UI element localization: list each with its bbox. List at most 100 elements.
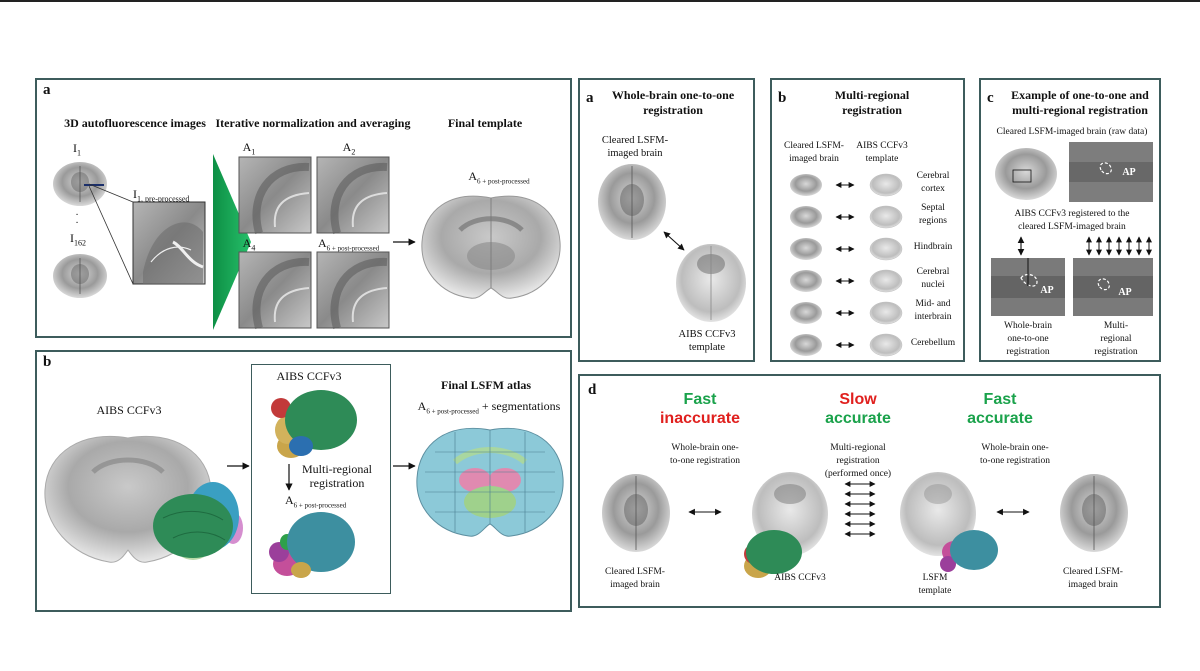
region-label: Mid- and interbrain <box>914 299 952 322</box>
brain-cleared-1 <box>602 474 670 552</box>
label-whole-2: Whole-brain one- to-one registration <box>980 443 1050 466</box>
aibs-3d-brain <box>271 390 357 458</box>
region-row: Mid- and interbrain <box>772 298 967 328</box>
slice-i1-preprocessed <box>132 201 206 285</box>
label-aibs: AIBS CCFv3 <box>96 403 162 417</box>
title-final-template: Final template <box>447 116 523 130</box>
label-a2: A2 <box>342 140 356 157</box>
ap-label-2: AP <box>1040 285 1054 296</box>
brain-cleared <box>598 164 666 240</box>
label-multi-once: Multi-regional registration (performed o… <box>824 443 892 479</box>
lsfm-3d-brain <box>269 512 355 578</box>
label-cleared: Cleared LSFM- imaged brain <box>601 135 669 159</box>
ap-label-1: AP <box>1122 167 1136 178</box>
label-final-a6: A6 + post-processed + segmentations <box>417 399 561 416</box>
arrows-multi-icon <box>1086 236 1152 256</box>
region-label: Hindbrain <box>913 242 953 252</box>
label-i1-pre: I1, pre-processed <box>133 187 190 204</box>
title-final-lsfm-atlas: Final LSFM atlas <box>440 378 531 392</box>
arrow-single-icon <box>1017 236 1025 256</box>
zoom-lines <box>88 183 134 285</box>
region-label: Cerebral nuclei <box>916 267 950 290</box>
raw-brain <box>995 148 1057 200</box>
label-whole-1: Whole-brain one- to-one registration <box>670 443 740 466</box>
region-pair-icon <box>790 173 903 197</box>
col-cleared: Cleared LSFM- imaged brain <box>784 141 844 164</box>
arrow-right-icon <box>227 462 250 470</box>
dots: ·· <box>75 210 79 229</box>
panel-label: b <box>43 354 52 370</box>
inset-title: AIBS CCFv3 <box>276 369 342 383</box>
col3-speed: Fast <box>983 391 1017 408</box>
final-template-coronal <box>421 195 561 299</box>
slice-a6 <box>316 251 390 330</box>
double-arrow-icon <box>688 508 722 516</box>
label-a6: A6 + post-processed <box>285 493 347 510</box>
panel-label: b <box>778 90 787 106</box>
title-autofluorescence: 3D autofluorescence images <box>64 116 206 130</box>
col1-speed: Fast <box>683 391 717 408</box>
double-arrow-icon <box>663 231 685 251</box>
arrows-stack-icon <box>844 481 876 537</box>
brain-cleared-2 <box>1060 474 1128 552</box>
brain-aibs-with-atlas <box>744 472 828 578</box>
label-a6: A6 + post-processed <box>318 236 380 253</box>
brain-i1 <box>53 162 107 206</box>
right-panel-b: b Multi-regional registration Cleared LS… <box>770 78 965 362</box>
panel-label: c <box>987 90 994 106</box>
arrow-right-icon <box>393 462 416 470</box>
region-pair-icon <box>790 237 903 261</box>
panel-label: a <box>43 82 51 98</box>
label-aibs-template: AIBS CCFv3 template <box>678 329 736 353</box>
title-whole-brain: Whole-brain one-to-one registration <box>611 88 735 117</box>
double-arrow-icon <box>996 508 1030 516</box>
iteration-arrow-icon <box>213 154 251 330</box>
region-label: Cerebellum <box>910 338 956 348</box>
region-pair-icon <box>790 205 903 229</box>
label-i162: I162 <box>70 231 86 248</box>
label-aibs: AIBS CCFv3 <box>774 573 826 583</box>
label-a4: A4 <box>242 236 256 253</box>
title-example: Example of one-to-one and multi-regional… <box>1011 88 1149 117</box>
arrow-right-icon <box>393 238 416 246</box>
multi-regional-zoom <box>1073 258 1153 316</box>
region-pair-icon <box>790 269 903 293</box>
col2-accuracy: accurate <box>825 410 891 427</box>
whole-brain-zoom <box>991 258 1065 316</box>
title-multi-regional: Multi-regional registration <box>834 88 910 117</box>
label-i1: I1 <box>73 141 81 158</box>
raw-zoom <box>1069 142 1153 202</box>
brain-i162 <box>53 254 107 298</box>
final-lsfm-atlas <box>416 428 564 537</box>
col-aibs: AIBS CCFv3 template <box>856 141 908 164</box>
label-multi-regional: Multi-regional registration <box>302 462 372 490</box>
label-whole: Whole-brain one-to-one registration <box>1003 321 1052 357</box>
col1-accuracy: inaccurate <box>659 410 741 427</box>
right-panel-c: c Example of one-to-one and multi-region… <box>979 78 1161 362</box>
brain-aibs-template <box>676 244 746 322</box>
ap-label-3: AP <box>1118 287 1132 298</box>
region-label: Cerebral cortex <box>916 171 950 194</box>
panel-label: a <box>586 90 594 106</box>
slice-a4 <box>238 251 312 330</box>
brain-lsfm-template <box>900 472 998 572</box>
left-panel-b: b AIBS CCFv3 AIBS CCFv3 Multi-regional r… <box>35 350 572 612</box>
aibs-atlas-brain <box>44 435 243 563</box>
label-lsfm-template: LSFM template <box>918 573 952 596</box>
panel-label: d <box>588 382 597 398</box>
region-row: Septal regions <box>772 202 967 232</box>
label-cleared-1: Cleared LSFM- imaged brain <box>605 567 665 590</box>
label-a6-final: A6 + post-processed <box>468 169 530 186</box>
label-registered: AIBS CCFv3 registered to the cleared LSF… <box>1014 209 1130 232</box>
label-a1: A1 <box>242 140 256 157</box>
slice-a2 <box>316 156 390 235</box>
region-pair-icon <box>790 333 903 357</box>
left-panel-a: a 3D autofluorescence images Iterative n… <box>35 78 572 338</box>
col2-speed: Slow <box>839 391 877 408</box>
region-pair-icon <box>790 301 903 325</box>
label-multi: Multi- regional registration <box>1094 321 1138 357</box>
label-raw: Cleared LSFM-imaged brain (raw data) <box>996 127 1148 137</box>
title-iterative: Iterative normalization and averaging <box>215 116 411 130</box>
col3-accuracy: accurate <box>967 410 1033 427</box>
slice-a1 <box>238 156 312 235</box>
